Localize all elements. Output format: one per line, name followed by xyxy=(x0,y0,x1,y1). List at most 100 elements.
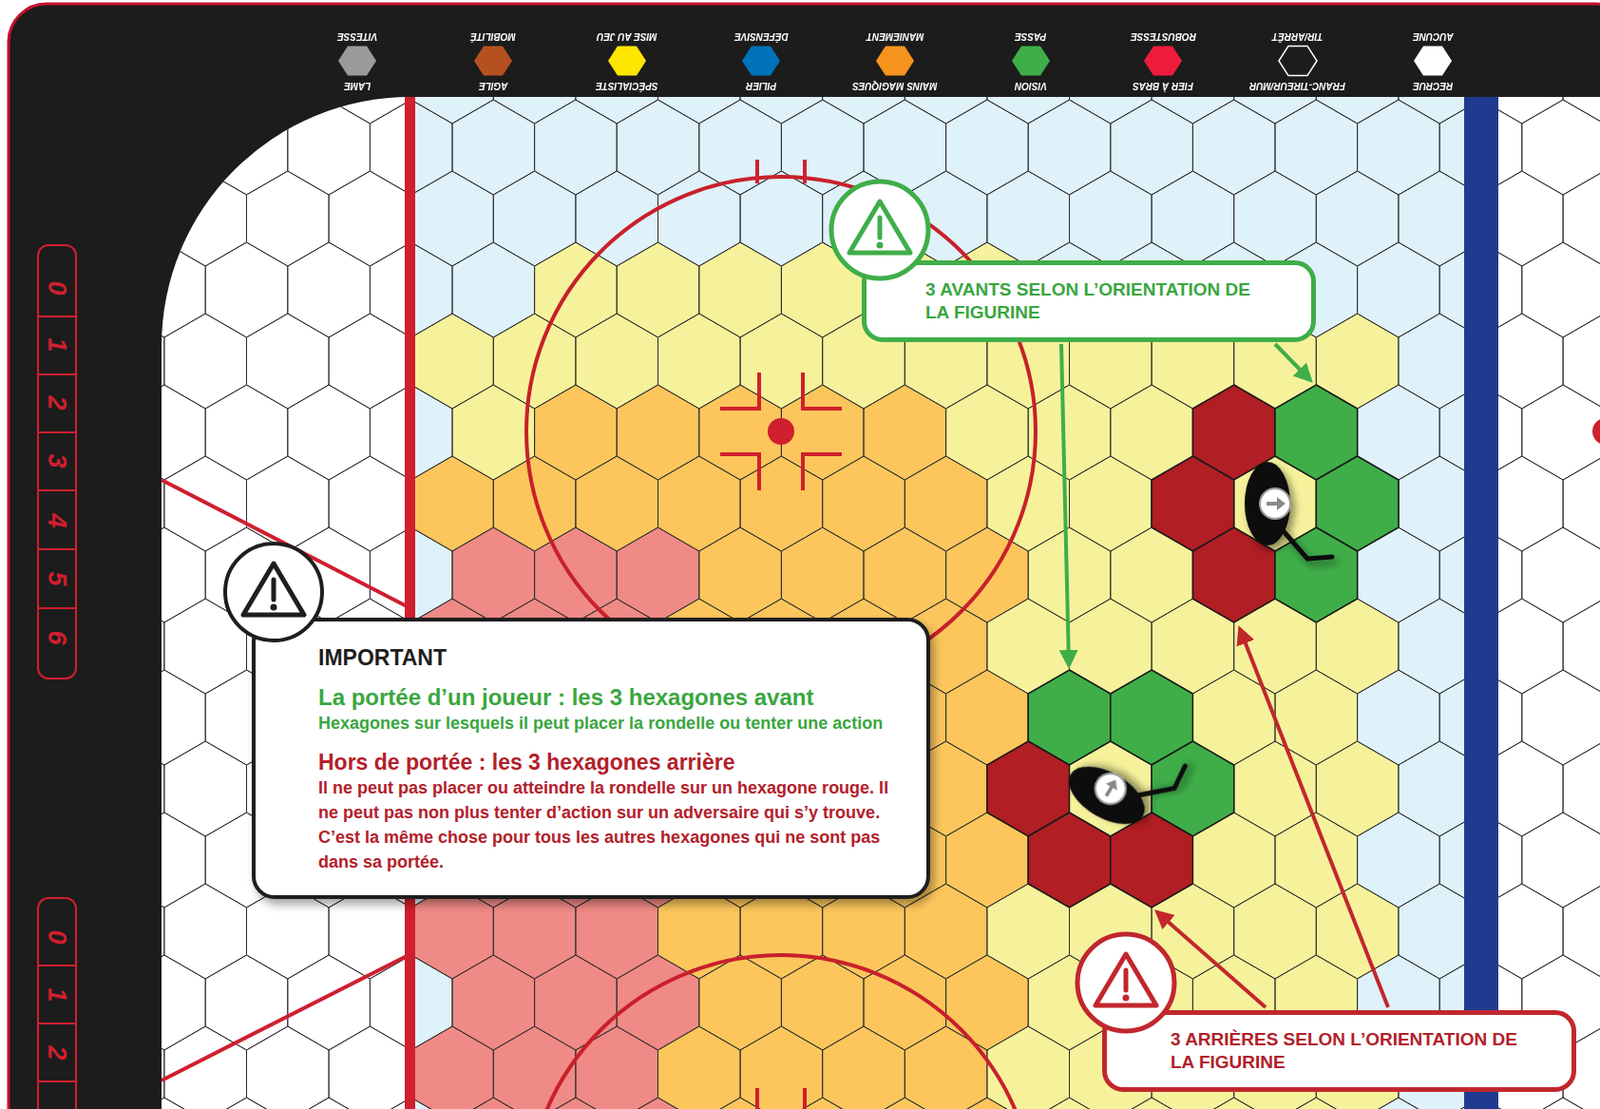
hex-grid xyxy=(822,28,906,124)
hex-grid xyxy=(740,456,823,552)
hex-grid xyxy=(247,1026,330,1109)
rink-markings xyxy=(404,96,416,1109)
hex-fill xyxy=(699,1097,782,1109)
hex-grid xyxy=(81,28,1600,1109)
player-figure xyxy=(1059,461,1333,843)
skill-label: RECRUE xyxy=(1412,79,1453,92)
hex-grid xyxy=(452,99,535,195)
note-box: IMPORTANT La portée d’un joueur : les 3 h… xyxy=(251,617,931,899)
skill-icon xyxy=(338,45,1452,76)
hex-grid xyxy=(1275,527,1358,623)
track-number: 6 xyxy=(42,629,72,645)
hex-grid xyxy=(699,242,782,338)
hex-grid xyxy=(123,384,207,480)
hex-grid xyxy=(247,28,330,124)
hex-fill xyxy=(1028,1097,1111,1109)
hex-grid xyxy=(1069,456,1153,552)
hex-grid xyxy=(205,527,288,623)
track-number: 5 xyxy=(42,571,72,586)
hex-fill xyxy=(452,1097,535,1109)
hex-fill xyxy=(1275,1097,1358,1109)
hex-grid xyxy=(1357,242,1441,338)
hex-grid xyxy=(1562,598,1600,694)
hex-grid xyxy=(822,1026,906,1109)
hex-grid xyxy=(534,242,618,338)
hex-grid xyxy=(575,313,659,409)
callout-box: 3 ARRIÈRES SELON L’ORIENTATION DE LA FIG… xyxy=(1102,1009,1577,1092)
hex-grid xyxy=(81,1026,165,1109)
hex-grid xyxy=(411,313,495,409)
hex-grid xyxy=(123,242,207,338)
hex-grid xyxy=(452,384,535,480)
box-heading: IMPORTANT xyxy=(318,644,912,671)
rink-markings xyxy=(526,176,1036,686)
player-figure xyxy=(1105,776,1123,791)
skill-label: SPÉCIALISTE xyxy=(595,79,659,92)
hex-grid xyxy=(1234,171,1317,267)
hex-grid xyxy=(1522,1097,1600,1109)
hex-grid xyxy=(123,527,207,623)
hex-grid xyxy=(534,384,618,480)
hex-grid xyxy=(411,1026,495,1109)
score-track xyxy=(38,245,77,679)
player-figure xyxy=(1089,767,1132,810)
rink-markings xyxy=(161,953,411,1081)
player-figure xyxy=(1259,488,1291,519)
rink-markings xyxy=(1464,96,1499,1109)
hex-grid xyxy=(780,954,864,1050)
hex-fill xyxy=(904,1026,988,1109)
hex-grid xyxy=(1275,1097,1358,1109)
track-number: 4 xyxy=(42,513,72,528)
hex-grid xyxy=(946,527,1029,623)
leader-arrow xyxy=(1239,628,1389,1008)
hex-grid xyxy=(1275,99,1358,195)
hex-grid xyxy=(493,171,576,267)
hex-grid xyxy=(81,741,165,837)
hex-grid xyxy=(740,1026,823,1109)
hex-grid xyxy=(1357,1097,1441,1109)
box-text: Il ne peut pas placer ou atteindre la ro… xyxy=(318,775,912,875)
player-figure xyxy=(1059,718,1187,843)
player-figure xyxy=(1244,461,1333,559)
hex-grid xyxy=(658,171,742,267)
hex-grid xyxy=(81,456,165,552)
hex-grid xyxy=(328,313,412,409)
hex-grid xyxy=(1562,456,1600,552)
hex-grid xyxy=(247,171,330,267)
hex-grid xyxy=(987,171,1070,267)
warning-badge xyxy=(243,563,305,615)
track-number: 1 xyxy=(42,337,72,352)
hex-grid xyxy=(740,171,823,267)
box-text: La portée d’un joueur : les 3 hexagones … xyxy=(318,684,912,711)
player-figure xyxy=(1276,496,1286,511)
hex-grid xyxy=(1562,883,1600,979)
hex-grid xyxy=(81,598,165,694)
player-figure xyxy=(1282,530,1333,559)
skill-label: LAME xyxy=(343,79,371,92)
hex-grid xyxy=(699,954,782,1050)
skill-icon xyxy=(338,45,377,76)
hex-grid xyxy=(534,99,618,195)
hex-grid xyxy=(164,598,248,694)
track-number: 1 xyxy=(42,987,72,1002)
hex-grid xyxy=(946,99,1029,195)
hex-grid xyxy=(863,1097,947,1109)
hex-grid xyxy=(1028,1097,1111,1109)
hex-grid xyxy=(575,28,659,124)
hex-grid xyxy=(987,456,1070,552)
score-track xyxy=(38,245,77,1109)
hex-grid xyxy=(247,313,330,409)
skill-icon xyxy=(1143,45,1182,76)
skill-label: ROBUSTESSE xyxy=(1130,30,1197,42)
hex-grid xyxy=(1110,1097,1194,1109)
hex-grid xyxy=(1315,741,1399,837)
hex-fill xyxy=(780,1097,864,1109)
skill-label: VITESSE xyxy=(337,30,378,42)
hex-grid xyxy=(452,1097,535,1109)
hex-grid xyxy=(616,527,700,623)
skill-label: MOBILITÉ xyxy=(470,30,516,42)
hex-grid xyxy=(1192,99,1276,195)
hex-grid xyxy=(328,171,412,267)
